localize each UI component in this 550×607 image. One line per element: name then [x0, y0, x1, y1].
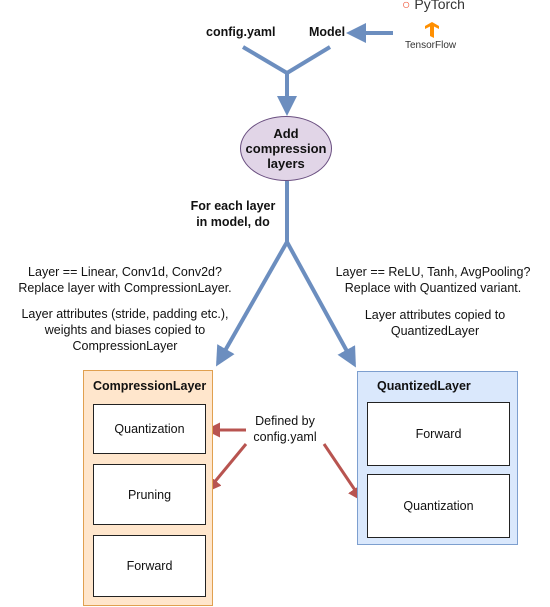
compression-forward-box: Forward [93, 535, 206, 597]
add-compression-layers-node: Add compression layers [240, 116, 332, 181]
config-yaml-label: config.yaml [206, 25, 276, 39]
pytorch-logo: ○ PyTorch [402, 0, 465, 12]
right-branch-condition: Layer == ReLU, Tanh, AvgPooling? Replace… [322, 264, 544, 296]
left-branch-line4: weights and biases copied to [44, 323, 206, 337]
tensorflow-icon [425, 22, 439, 38]
compression-layer-title: CompressionLayer [93, 379, 207, 393]
config-to-quantized-quantization-arrow [322, 443, 363, 502]
compression-quantization-box: Quantization [93, 404, 206, 454]
left-branch-line1: Layer == Linear, Conv1d, Conv2d? [28, 265, 222, 279]
pytorch-flame-icon: ○ [402, 0, 411, 12]
left-branch-line5: CompressionLayer [72, 339, 178, 353]
right-branch-line3: Layer attributes copied to [364, 308, 506, 322]
quantized-layer-container: QuantizedLayer Forward Quantization [357, 371, 518, 545]
config-to-pruning-arrow [206, 443, 248, 493]
right-branch-line1: Layer == ReLU, Tanh, AvgPooling? [335, 265, 531, 279]
model-label: Model [309, 25, 346, 39]
right-branch-arrow [285, 241, 356, 368]
compression-pruning-box: Pruning [93, 464, 206, 525]
left-branch-condition: Layer == Linear, Conv1d, Conv2d? Replace… [5, 264, 245, 296]
process-label-line2: compression [245, 141, 327, 156]
left-branch-line2: Replace layer with CompressionLayer. [18, 281, 232, 295]
quantized-quantization-box: Quantization [367, 474, 510, 538]
model-connector [285, 45, 332, 75]
tensorflow-label: TensorFlow [405, 40, 457, 51]
process-label-line3: layers [267, 156, 305, 171]
defined-by-line1: Defined by [255, 414, 315, 428]
loop-label-line2: in model, do [196, 215, 270, 229]
quantized-layer-title: QuantizedLayer [377, 379, 471, 393]
left-branch-arrow [216, 241, 289, 367]
right-branch-note: Layer attributes copied to QuantizedLaye… [330, 307, 540, 339]
loop-label-line1: For each layer [190, 199, 276, 213]
pytorch-label: PyTorch [414, 0, 465, 12]
right-branch-line4: QuantizedLayer [390, 324, 480, 338]
left-branch-line3: Layer attributes (stride, padding etc.), [21, 307, 229, 321]
right-branch-line2: Replace with Quantized variant. [344, 281, 522, 295]
config-connector [241, 45, 289, 75]
compression-layer-container: CompressionLayer Quantization Pruning Fo… [83, 370, 213, 606]
defined-by-line2: config.yaml [253, 430, 317, 444]
defined-by-label: Defined by config.yaml [240, 413, 330, 445]
process-label-line1: Add [273, 126, 299, 141]
loop-label: For each layer in model, do [183, 198, 283, 230]
left-branch-note: Layer attributes (stride, padding etc.),… [5, 306, 245, 354]
quantized-forward-box: Forward [367, 402, 510, 466]
